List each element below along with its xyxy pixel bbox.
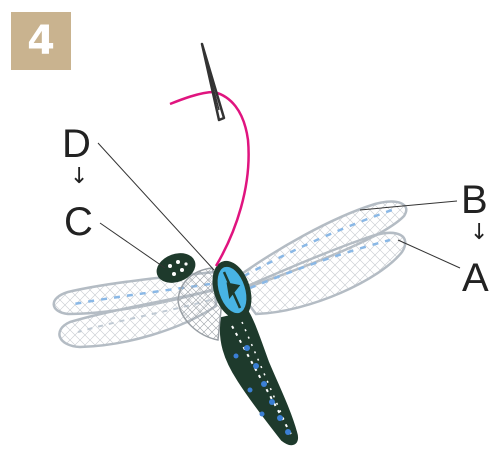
label-C: C	[64, 202, 93, 242]
label-D: D	[62, 124, 91, 164]
leader-line-D	[98, 143, 214, 270]
arrow-down-icon: ↓	[470, 222, 488, 244]
embroidery-thread	[170, 92, 249, 266]
step-number-badge: 4	[11, 12, 71, 70]
arrow-down-icon: ↓	[70, 166, 88, 188]
leader-line-C	[100, 223, 165, 268]
left-wings	[54, 268, 222, 347]
leader-line-A	[398, 240, 460, 268]
needle-icon	[202, 44, 224, 120]
right-wings	[236, 202, 406, 314]
dragonfly-abdomen	[221, 312, 297, 444]
label-A: A	[462, 258, 489, 298]
label-B: B	[461, 180, 488, 220]
